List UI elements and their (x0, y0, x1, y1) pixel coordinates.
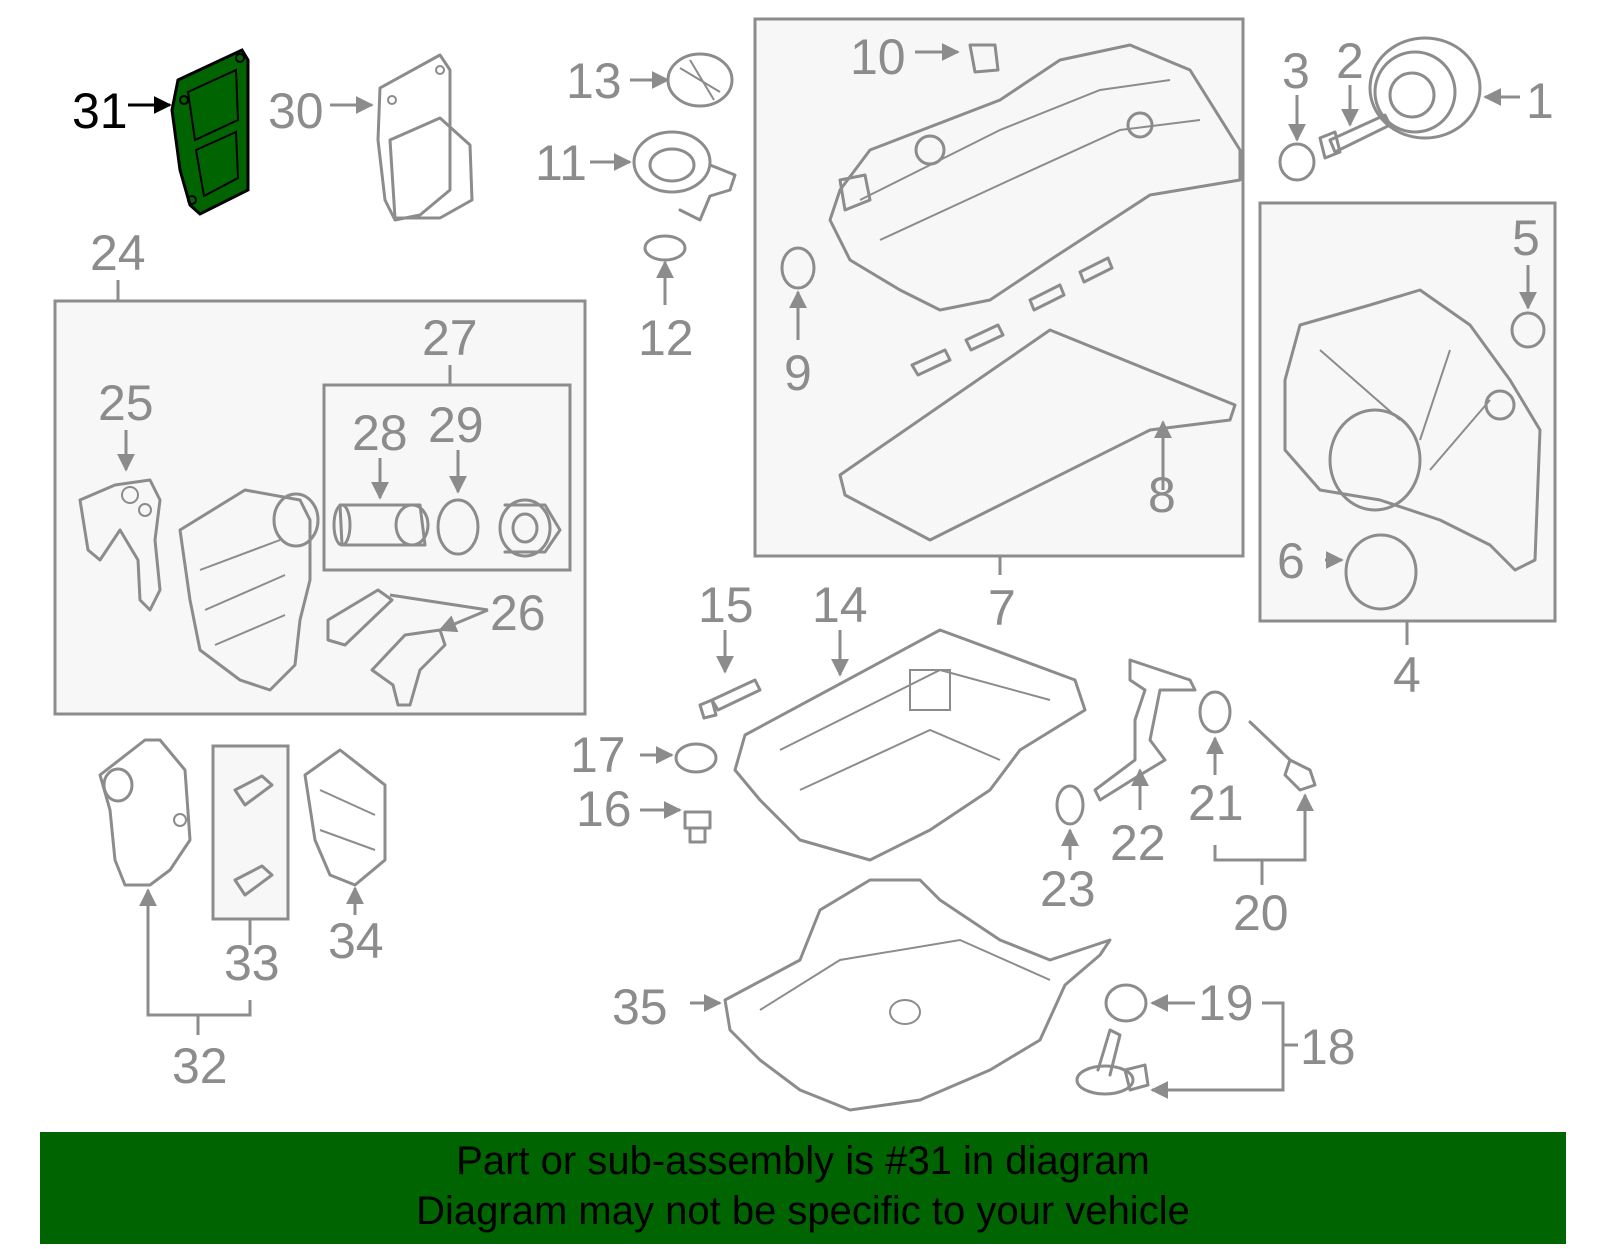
part-29-o-ring[interactable] (436, 498, 480, 556)
callout-25[interactable]: 25 (98, 375, 154, 431)
group-box-4 (1258, 201, 1557, 623)
part-21-o-ring[interactable] (1198, 690, 1232, 734)
callout-13[interactable]: 13 (566, 53, 622, 109)
part-7-valve-cover[interactable] (828, 43, 1242, 312)
callout-24[interactable]: 24 (90, 225, 146, 281)
part-13-filler-cap[interactable] (666, 52, 734, 108)
part-34-cooler[interactable] (303, 748, 387, 887)
callout-4[interactable]: 4 (1393, 647, 1421, 703)
part-16-drain-plug[interactable] (683, 810, 712, 844)
callout-9[interactable]: 9 (784, 345, 812, 401)
callout-6[interactable]: 6 (1277, 533, 1305, 589)
part-26-gaskets[interactable] (326, 588, 447, 707)
group-box-33 (211, 744, 290, 921)
part-25-gasket[interactable] (78, 478, 162, 612)
callout-2[interactable]: 2 (1336, 33, 1364, 89)
callout-1[interactable]: 1 (1526, 73, 1554, 129)
info-banner: Part or sub-assembly is #31 in diagram D… (40, 1132, 1566, 1244)
part-22-dipstick-tube[interactable] (1093, 658, 1197, 802)
callout-11[interactable]: 11 (535, 135, 587, 191)
part-10-bracket[interactable] (968, 43, 1000, 74)
part-2-bolt[interactable] (1318, 113, 1392, 160)
callout-19[interactable]: 19 (1198, 975, 1254, 1031)
callout-16[interactable]: 16 (576, 781, 632, 837)
part-6-seal[interactable] (1344, 533, 1418, 611)
callout-27[interactable]: 27 (422, 310, 478, 366)
part-35-oil-pan-lower[interactable] (723, 878, 1112, 1112)
callout-31[interactable]: 31 (72, 83, 128, 139)
part-4-timing-cover[interactable] (1283, 288, 1542, 572)
callout-10[interactable]: 10 (850, 29, 906, 85)
part-32-housing[interactable] (98, 738, 192, 887)
callout-17[interactable]: 17 (570, 727, 626, 783)
part-19-o-ring[interactable] (1104, 983, 1148, 1023)
callout-18[interactable]: 18 (1300, 1019, 1356, 1075)
callout-5[interactable]: 5 (1512, 210, 1540, 266)
callout-34[interactable]: 34 (328, 913, 384, 969)
part-1-pulley[interactable] (1368, 36, 1482, 140)
callout-26[interactable]: 26 (490, 585, 546, 641)
part-30-filter-housing[interactable] (376, 53, 474, 222)
callout-21[interactable]: 21 (1188, 775, 1244, 831)
callout-30[interactable]: 30 (268, 83, 324, 139)
part-3-seal[interactable] (1278, 142, 1316, 182)
callout-32[interactable]: 32 (172, 1038, 228, 1094)
callout-7[interactable]: 7 (988, 580, 1016, 636)
callout-3[interactable]: 3 (1282, 43, 1310, 99)
part-14-oil-pan-upper[interactable] (733, 628, 1087, 862)
part-23-o-ring[interactable] (1055, 784, 1085, 826)
part-11-filler-neck[interactable] (632, 130, 737, 222)
part-8-gasket-set[interactable] (838, 256, 1237, 542)
part-15-sensor[interactable] (698, 678, 762, 720)
callout-14[interactable]: 14 (812, 577, 868, 633)
callout-8[interactable]: 8 (1148, 467, 1176, 523)
callout-22[interactable]: 22 (1110, 815, 1166, 871)
part-28-filter-element[interactable] (332, 503, 430, 547)
leader-20 (1213, 793, 1314, 862)
callout-20[interactable]: 20 (1233, 885, 1289, 941)
part-31-gasket[interactable] (170, 48, 250, 216)
part-20-dipstick[interactable] (1248, 720, 1317, 792)
part-24-housing[interactable] (178, 488, 320, 692)
part-33-gaskets[interactable] (233, 774, 274, 897)
part-12-o-ring[interactable] (643, 234, 687, 262)
callout-28[interactable]: 28 (352, 405, 408, 461)
banner-line-2: Diagram may not be specific to your vehi… (416, 1189, 1190, 1233)
leader-26 (389, 593, 489, 630)
callout-15[interactable]: 15 (698, 577, 754, 633)
group-box-27 (322, 383, 572, 572)
callout-29[interactable]: 29 (428, 397, 484, 453)
callout-23[interactable]: 23 (1040, 861, 1096, 917)
part-18-sensor[interactable] (1075, 1028, 1150, 1096)
part-17-seal[interactable] (674, 742, 718, 774)
banner-line-1: Part or sub-assembly is #31 in diagram (456, 1139, 1150, 1183)
callout-12[interactable]: 12 (638, 310, 694, 366)
callout-33[interactable]: 33 (224, 935, 280, 991)
part-27-filter-cap[interactable] (498, 498, 562, 558)
callout-35[interactable]: 35 (612, 979, 668, 1035)
part-9-seal[interactable] (780, 246, 816, 290)
part-5-seal[interactable] (1510, 311, 1546, 349)
